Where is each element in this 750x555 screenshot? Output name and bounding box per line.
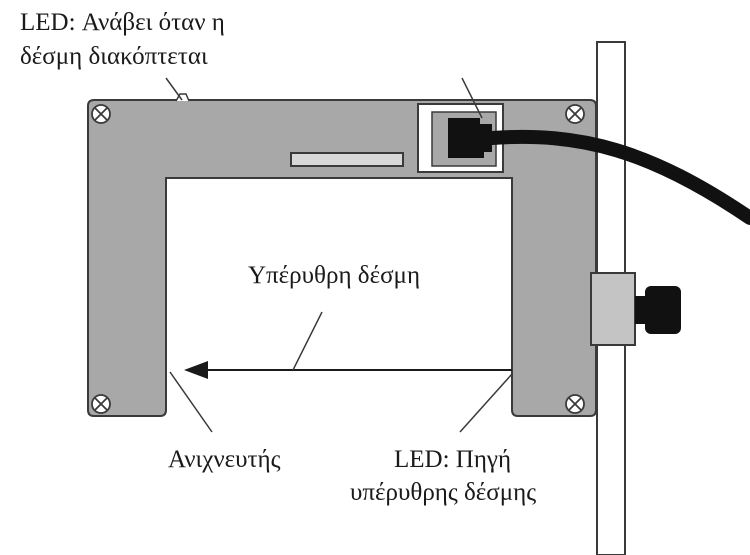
led-indicator-leader [165,77,183,101]
led-indicator-label-line1: LED: Ανάβει όταν η [20,9,225,36]
source-leader [459,373,513,433]
detector-leader [169,371,213,433]
detector-label: Ανιχνευτής [168,446,281,473]
led-source-label-line2: υπέρυθρης δέσμης [350,479,536,506]
sensor-housing [87,99,597,417]
screw-icon [91,104,111,124]
screw-icon [91,394,111,414]
beam-leader [292,311,323,371]
led-source-label-line1: LED: Πηγή [394,446,511,473]
connector-leader [461,77,483,119]
housing-slot [290,152,404,167]
knob-icon [635,286,681,334]
cable-icon [485,129,750,225]
infrared-beam-label: Υπέρυθρη δέσμη [248,262,420,289]
screw-icon [565,104,585,124]
screw-icon [565,394,585,414]
arrowhead-icon [184,361,208,379]
led-indicator-label-line2: δέσμη διακόπτεται [20,43,208,70]
rod-clamp [590,272,636,346]
